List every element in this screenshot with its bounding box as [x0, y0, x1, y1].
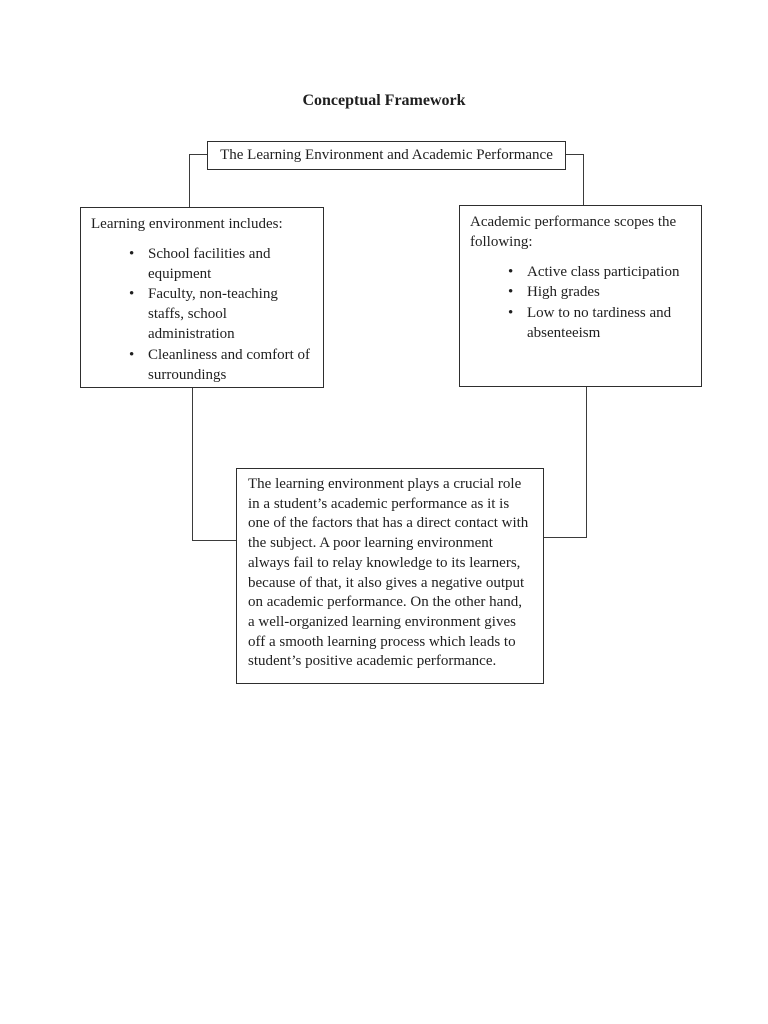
center-box-text: The learning environment plays a crucial…	[248, 476, 529, 670]
page-title: Conceptual Framework	[302, 92, 466, 109]
top-box-label: The Learning Environment and Academic Pe…	[220, 147, 553, 163]
right-box-bullet-list: Active class participation High grades L…	[470, 263, 691, 344]
connector-top-right-horizontal	[565, 154, 584, 156]
top-box: The Learning Environment and Academic Pe…	[207, 141, 566, 170]
bullet-item: School facilities and equipment	[129, 245, 313, 285]
right-box-heading: Academic performance scopes the followin…	[470, 214, 677, 250]
connector-bottom-right-vertical	[586, 386, 588, 538]
connector-top-left-horizontal	[189, 154, 208, 156]
center-box: The learning environment plays a crucial…	[236, 468, 544, 684]
connector-bottom-left-vertical	[192, 387, 194, 541]
connector-top-right-vertical	[583, 154, 585, 206]
connector-bottom-left-horizontal	[192, 540, 237, 542]
right-box: Academic performance scopes the followin…	[459, 205, 702, 387]
left-box: Learning environment includes: School fa…	[80, 207, 324, 388]
left-box-bullet-list: School facilities and equipment Faculty,…	[91, 245, 313, 386]
bullet-item: High grades	[508, 283, 691, 303]
bullet-item: Low to no tardiness and absenteeism	[508, 304, 691, 344]
connector-bottom-right-horizontal	[543, 537, 587, 539]
left-box-heading: Learning environment includes:	[91, 216, 283, 232]
bullet-item: Active class participation	[508, 263, 691, 283]
bullet-item: Faculty, non-teaching staffs, school adm…	[129, 285, 313, 344]
connector-top-left-vertical	[189, 154, 191, 208]
bullet-item: Cleanliness and comfort of surroundings	[129, 346, 313, 386]
